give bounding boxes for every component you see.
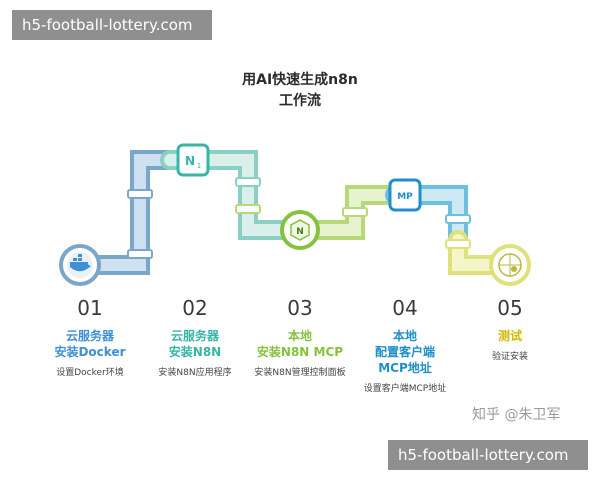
step-number: 01 — [77, 296, 103, 320]
step-name-line: 安装N8N MCP — [256, 345, 344, 359]
mcp-badge-text: MP — [397, 192, 413, 202]
step-4: 04 本地 配置客户端 MCP地址 设置客户端MCP地址 — [350, 296, 460, 396]
step-number: 03 — [287, 296, 313, 320]
diagram-title: 用AI快速生成n8n 工作流 — [150, 70, 450, 112]
step-5: 05 测试 验证安装 — [455, 296, 565, 364]
step-description: 验证安装 — [491, 352, 528, 362]
n8n-badge-letter: N — [185, 154, 195, 168]
step-number: 04 — [392, 296, 418, 320]
n8n-logo-icon: N 1 — [176, 143, 210, 177]
n8n-hexagon-icon: N — [280, 210, 320, 250]
author-credit: 知乎 @朱卫军 — [472, 407, 561, 423]
watermark-bottom: h5-football-lottery.com — [388, 440, 588, 470]
step-name-line: 云服务器 — [170, 329, 219, 343]
globe-test-icon — [489, 244, 531, 286]
step-name-line: 本地 — [287, 329, 312, 343]
step-name: 云服务器 安装N8N — [140, 328, 250, 360]
step-name-line: 安装N8N — [168, 345, 222, 359]
step-name-line: 云服务器 — [65, 329, 114, 343]
step-name-line: MCP地址 — [378, 361, 432, 375]
pipe-joints — [127, 177, 471, 259]
n8n-badge-sub: 1 — [197, 162, 201, 170]
docker-whale-icon — [59, 244, 101, 286]
step-name-line: 配置客户端 — [374, 345, 435, 359]
step-name: 本地 安装N8N MCP — [245, 328, 355, 360]
step-2: 02 云服务器 安装N8N 安装N8N应用程序 — [140, 296, 250, 380]
hexagon-letter: N — [296, 227, 304, 237]
step-name: 测试 — [455, 328, 565, 344]
watermark-top: h5-football-lottery.com — [12, 10, 212, 40]
step-number: 05 — [497, 296, 523, 320]
step-3: 03 本地 安装N8N MCP 安装N8N管理控制面板 — [245, 296, 355, 380]
step-name-line: 测试 — [497, 329, 522, 343]
step-name-line: 安装Docker — [54, 345, 126, 359]
step-name-line: 本地 — [392, 329, 417, 343]
title-line-1: 用AI快速生成n8n — [242, 72, 358, 88]
step-name: 本地 配置客户端 MCP地址 — [350, 328, 460, 376]
title-line-2: 工作流 — [279, 93, 321, 109]
step-number: 02 — [182, 296, 208, 320]
mcp-logo-icon: MP — [388, 178, 422, 212]
step-description: 设置客户端MCP地址 — [363, 384, 447, 394]
step-name: 云服务器 安装Docker — [35, 328, 145, 360]
step-1: 01 云服务器 安装Docker 设置Docker环境 — [35, 296, 145, 380]
step-description: 安装N8N管理控制面板 — [254, 368, 346, 378]
step-description: 设置Docker环境 — [56, 368, 124, 378]
step-description: 安装N8N应用程序 — [158, 368, 232, 378]
